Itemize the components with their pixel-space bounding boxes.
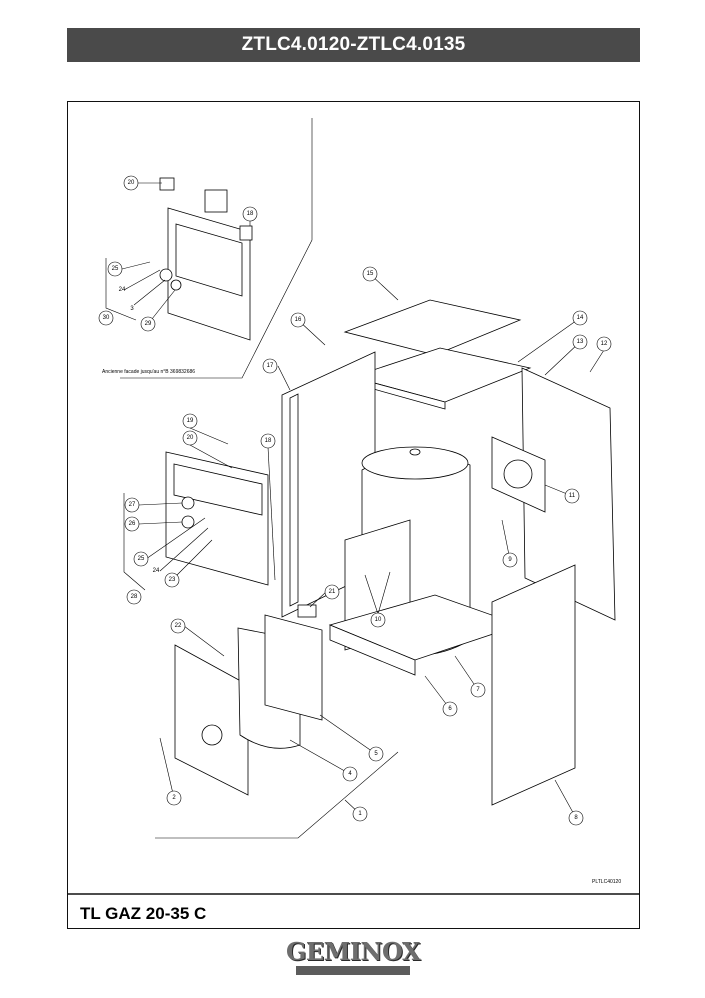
callout-30: 30	[98, 310, 114, 326]
drawing-frame	[67, 101, 640, 929]
callout-number: 26	[129, 521, 136, 527]
callout-24b: 24	[153, 527, 209, 574]
callout-number: 20	[187, 435, 194, 441]
callout-number: 25	[112, 266, 119, 272]
callout-21: 21	[309, 584, 340, 608]
callout-20a: 20	[123, 175, 162, 191]
callout-12: 12	[589, 336, 612, 373]
callout-number: 12	[601, 341, 608, 347]
callout-14: 14	[517, 310, 588, 363]
callout-15: 15	[362, 266, 399, 301]
callout-number: 4	[348, 771, 352, 777]
callout-2: 2	[159, 737, 182, 806]
callout-number: 8	[574, 815, 578, 821]
callout-number: 29	[145, 321, 152, 327]
callout-number: 7	[476, 687, 480, 693]
callout-10: 10	[364, 571, 391, 628]
callout-number: 23	[169, 577, 176, 583]
callout-number: 21	[329, 589, 336, 595]
callout-number: 20	[128, 180, 135, 186]
callout-25b: 25	[133, 517, 206, 567]
callout-number: 6	[448, 706, 452, 712]
callout-number: 18	[247, 211, 254, 217]
callout-22: 22	[170, 618, 225, 657]
callout-5: 5	[319, 714, 384, 762]
callout-13: 13	[544, 334, 588, 376]
callout-20b: 20	[182, 430, 233, 469]
callout-3: 3	[130, 279, 166, 312]
callout-29: 29	[140, 289, 176, 332]
callout-number: 24	[153, 568, 160, 574]
geminox-logo: GEMINOX	[285, 936, 421, 976]
callout-24a: 24	[119, 269, 161, 293]
callout-17: 17	[262, 358, 291, 391]
callout-number: 19	[187, 418, 194, 424]
callout-number: 24	[119, 287, 126, 293]
callout-4: 4	[289, 739, 358, 782]
logo-text: GEMINOX	[285, 936, 421, 966]
callout-23: 23	[164, 539, 213, 588]
callout-8: 8	[554, 779, 584, 826]
callout-labels: 20 18 25 24 3 29 30 15 16 14 13 12 17 19…	[98, 175, 612, 826]
callout-7: 7	[454, 655, 486, 698]
callout-number: 1	[358, 811, 362, 817]
model-name: TL GAZ 20-35 C	[80, 904, 207, 923]
old-facade-note: Ancienne facade jusqu'au n°B 369832686	[102, 369, 195, 375]
callout-19: 19	[182, 413, 229, 445]
callout-number: 2	[172, 795, 176, 801]
callout-number: 11	[569, 493, 576, 499]
callout-number: 17	[267, 363, 274, 369]
callout-number: 14	[577, 315, 584, 321]
callout-11: 11	[544, 484, 580, 504]
callout-28: 28	[126, 589, 142, 605]
callout-number: 27	[129, 502, 136, 508]
callout-number: 3	[130, 306, 134, 312]
callout-number: 22	[175, 623, 182, 629]
callout-number: 30	[103, 315, 110, 321]
old-facade-inset	[105, 118, 313, 379]
boiler-assembly	[123, 299, 616, 839]
callout-number: 28	[131, 594, 138, 600]
callout-16: 16	[290, 312, 326, 346]
callout-number: 9	[508, 557, 512, 563]
callout-25a: 25	[107, 261, 151, 277]
callout-1: 1	[344, 799, 368, 822]
callout-18a: 18	[242, 206, 258, 226]
callout-number: 5	[374, 751, 378, 757]
callout-18b: 18	[260, 433, 276, 581]
drawing-reference: PLTLC40120	[592, 879, 622, 885]
callout-9: 9	[501, 519, 518, 568]
page-header: ZTLC4.0120-ZTLC4.0135	[67, 28, 640, 62]
callout-number: 16	[295, 317, 302, 323]
callout-number: 10	[375, 617, 382, 623]
page-title: ZTLC4.0120-ZTLC4.0135	[241, 34, 466, 55]
callout-number: 18	[265, 438, 272, 444]
callout-26: 26	[124, 516, 183, 532]
callout-number: 25	[138, 556, 145, 562]
logo-bar	[296, 966, 410, 975]
callout-number: 15	[367, 271, 374, 277]
callout-number: 13	[577, 339, 584, 345]
callout-27: 27	[124, 497, 183, 513]
callout-6: 6	[424, 675, 458, 717]
